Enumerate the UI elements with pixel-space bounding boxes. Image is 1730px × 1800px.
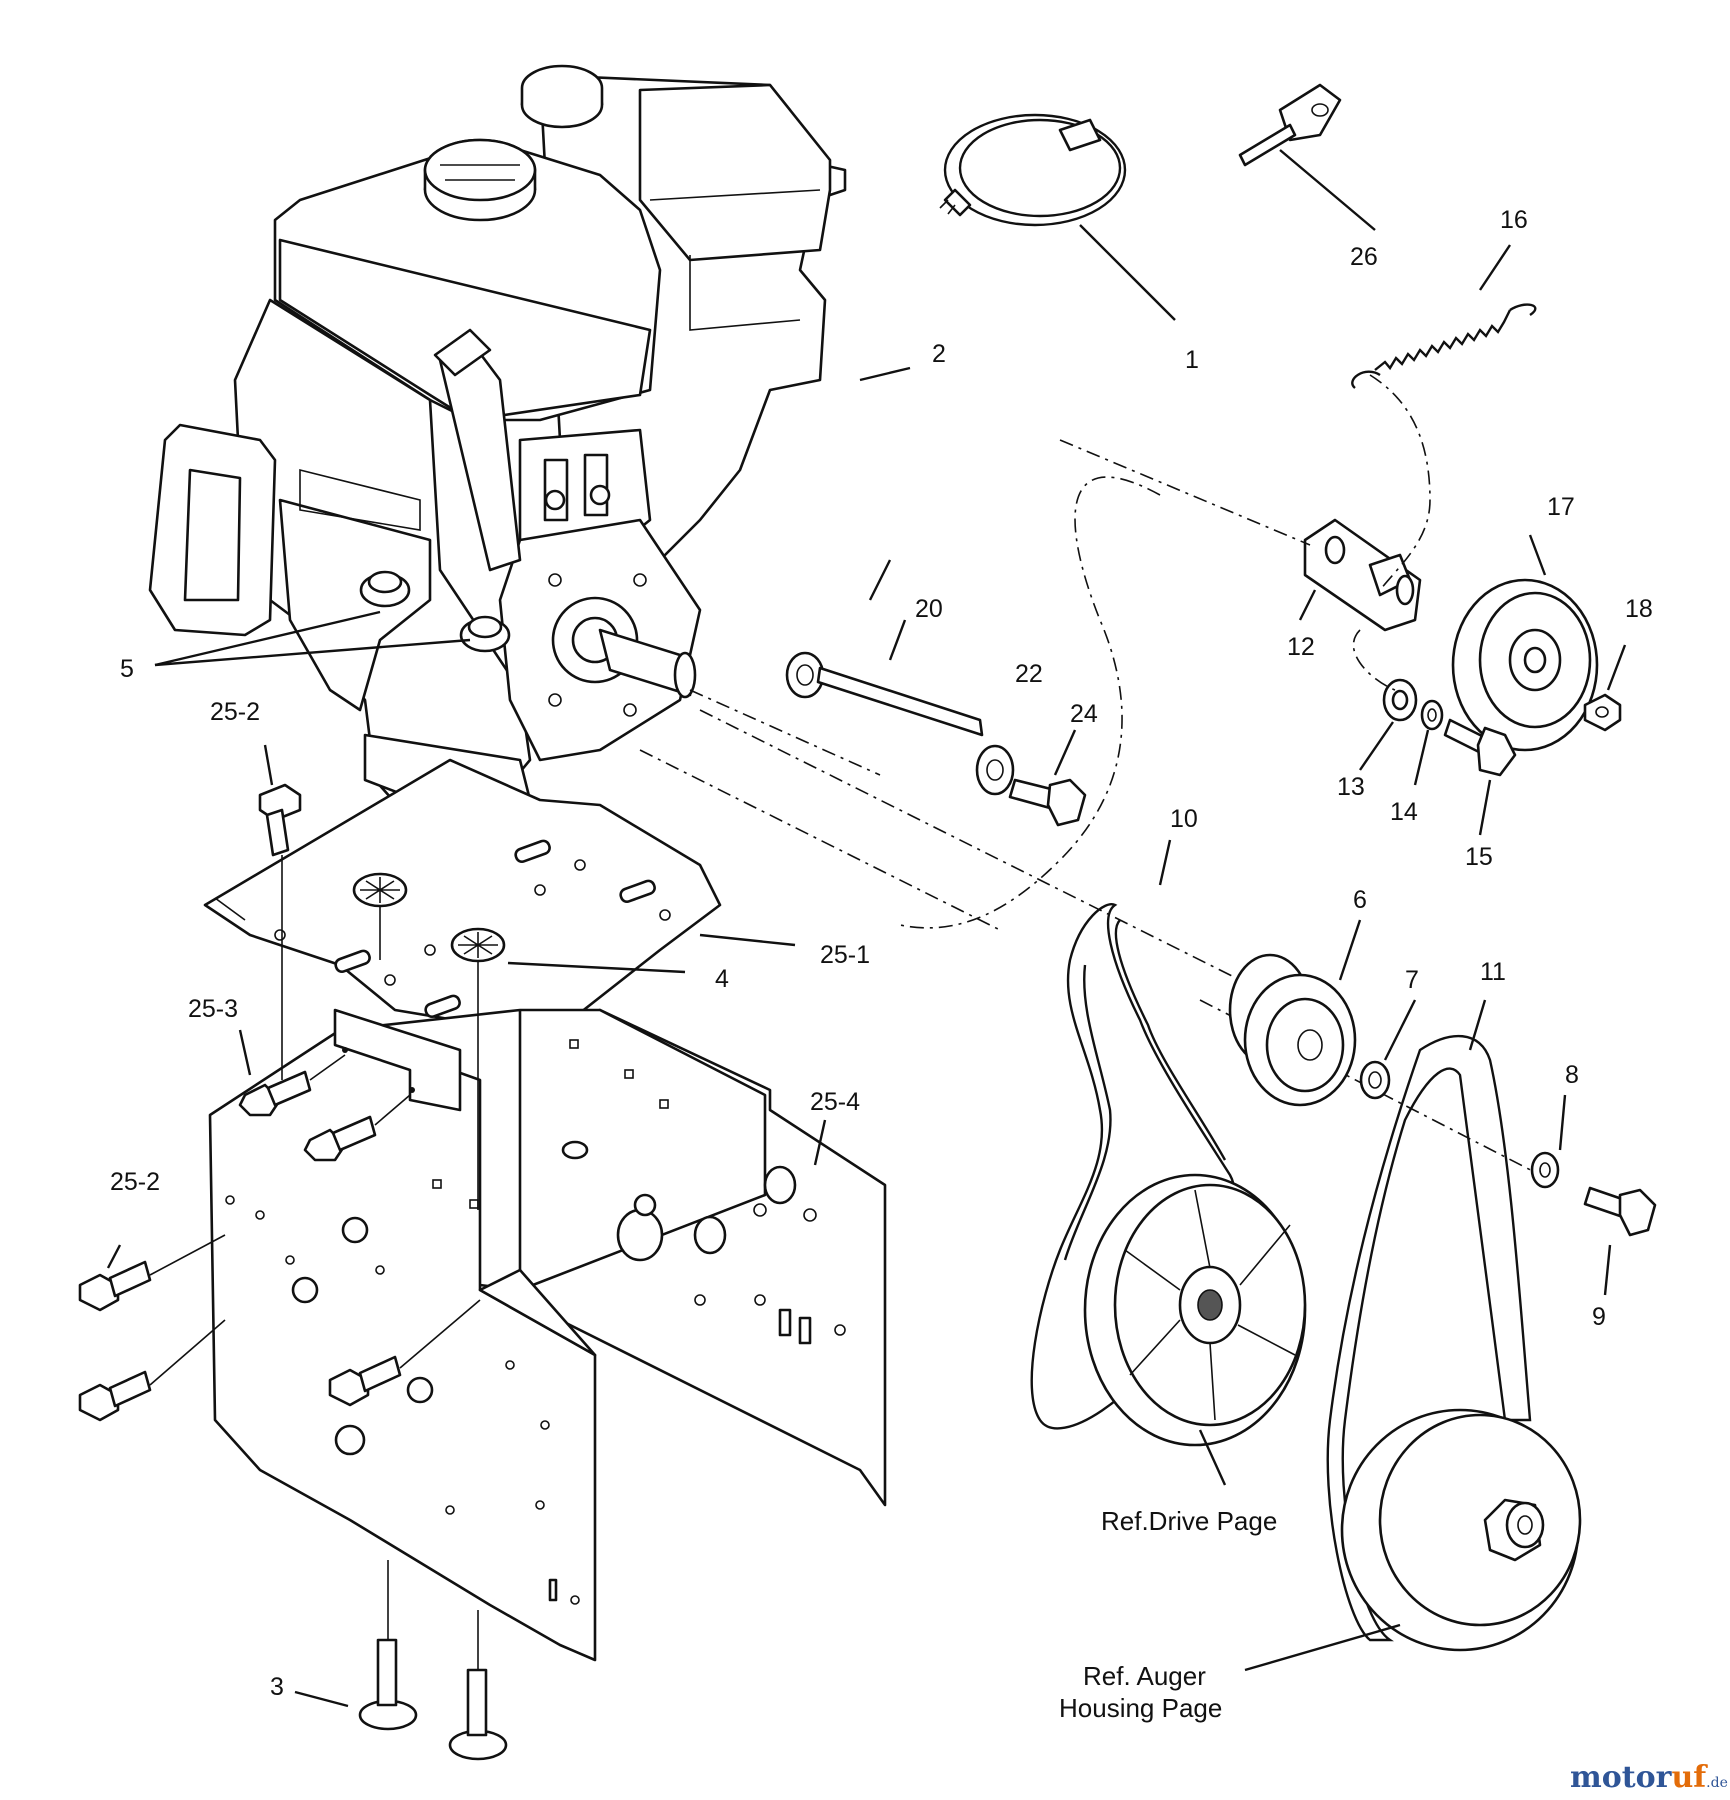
callout-25-2-left: 25-2 <box>110 1168 160 1196</box>
callout-5: 5 <box>120 655 134 683</box>
frame-assembly <box>208 1008 887 1662</box>
star-washer-4b <box>450 927 506 963</box>
star-washer-4a <box>352 872 408 908</box>
callout-8: 8 <box>1565 1061 1579 1089</box>
washer-8 <box>1530 1151 1560 1189</box>
engine-nut-5b <box>459 615 511 653</box>
bolt-15 <box>1443 718 1517 777</box>
callout-6: 6 <box>1353 886 1367 914</box>
washer-22 <box>975 744 1015 796</box>
callout-26: 26 <box>1350 243 1378 271</box>
bolt-25-x-frame <box>328 1355 402 1407</box>
bolt-25-2-b <box>78 1370 152 1422</box>
carriage-bolt-3b <box>448 1668 508 1761</box>
washer-7 <box>1359 1060 1391 1100</box>
callout-3: 3 <box>270 1673 284 1701</box>
callout-11: 11 <box>1480 958 1506 986</box>
callout-25-2-top: 25-2 <box>210 698 260 726</box>
callout-20: 20 <box>915 595 943 623</box>
svg-text:motoruf.de: motoruf.de <box>1570 1760 1728 1795</box>
shoulder-bolt-20 <box>785 651 984 737</box>
bolt-25-3-a <box>238 1070 312 1117</box>
callout-25-3: 25-3 <box>188 995 238 1023</box>
bolt-25-2-a <box>78 1260 152 1312</box>
callout-16: 16 <box>1500 206 1528 234</box>
carriage-bolt-3a <box>358 1638 418 1731</box>
bolt-25-3-b <box>303 1115 377 1162</box>
auger-pulley <box>1340 1408 1582 1652</box>
callout-24: 24 <box>1070 700 1098 728</box>
callout-25-1: 25-1 <box>820 941 870 969</box>
callout-18: 18 <box>1625 595 1653 623</box>
ref-auger-line2: Housing Page <box>1059 1693 1222 1723</box>
ref-auger-line1: Ref. Auger <box>1083 1661 1206 1691</box>
callout-7: 7 <box>1405 966 1419 994</box>
engine-pulley-6 <box>1228 953 1357 1107</box>
nut-18 <box>1583 693 1622 732</box>
leader-lines <box>106 149 1627 1708</box>
callout-25-4: 25-4 <box>810 1088 860 1116</box>
mount-plate-25-1 <box>203 758 722 1062</box>
callout-22: 22 <box>1015 660 1043 688</box>
callout-14: 14 <box>1390 798 1418 826</box>
callout-1: 1 <box>1185 346 1199 374</box>
callout-9: 9 <box>1592 1303 1606 1331</box>
bolt-25-2-top <box>258 783 302 857</box>
spacer-13 <box>1382 678 1418 722</box>
engine-nut-5a <box>359 570 411 608</box>
bolt-9 <box>1583 1186 1657 1237</box>
belt-11 <box>1326 1035 1532 1642</box>
callout-labels: 1 2 3 4 5 6 7 8 9 10 11 12 13 14 15 16 1… <box>110 206 1653 1701</box>
drive-pulley <box>1083 1173 1307 1447</box>
spring-16 <box>1351 303 1537 389</box>
idler-bracket-12 <box>1303 518 1422 632</box>
bolt-24 <box>1008 778 1087 827</box>
callout-17: 17 <box>1547 493 1575 521</box>
callout-15: 15 <box>1465 843 1493 871</box>
belt-10 <box>1030 903 1236 1430</box>
ignition-key-26 <box>1238 83 1342 167</box>
ref-drive-page: Ref.Drive Page <box>1101 1506 1277 1536</box>
idler-pulley-17 <box>1451 578 1599 752</box>
callout-12: 12 <box>1287 633 1315 661</box>
extension-cord-1 <box>939 113 1127 227</box>
callout-2: 2 <box>932 340 946 368</box>
callout-4: 4 <box>715 965 729 993</box>
washer-14 <box>1420 699 1444 731</box>
callout-13: 13 <box>1337 773 1365 801</box>
watermark-logo: motoruf.de <box>1570 1760 1728 1795</box>
callout-10: 10 <box>1170 805 1198 833</box>
